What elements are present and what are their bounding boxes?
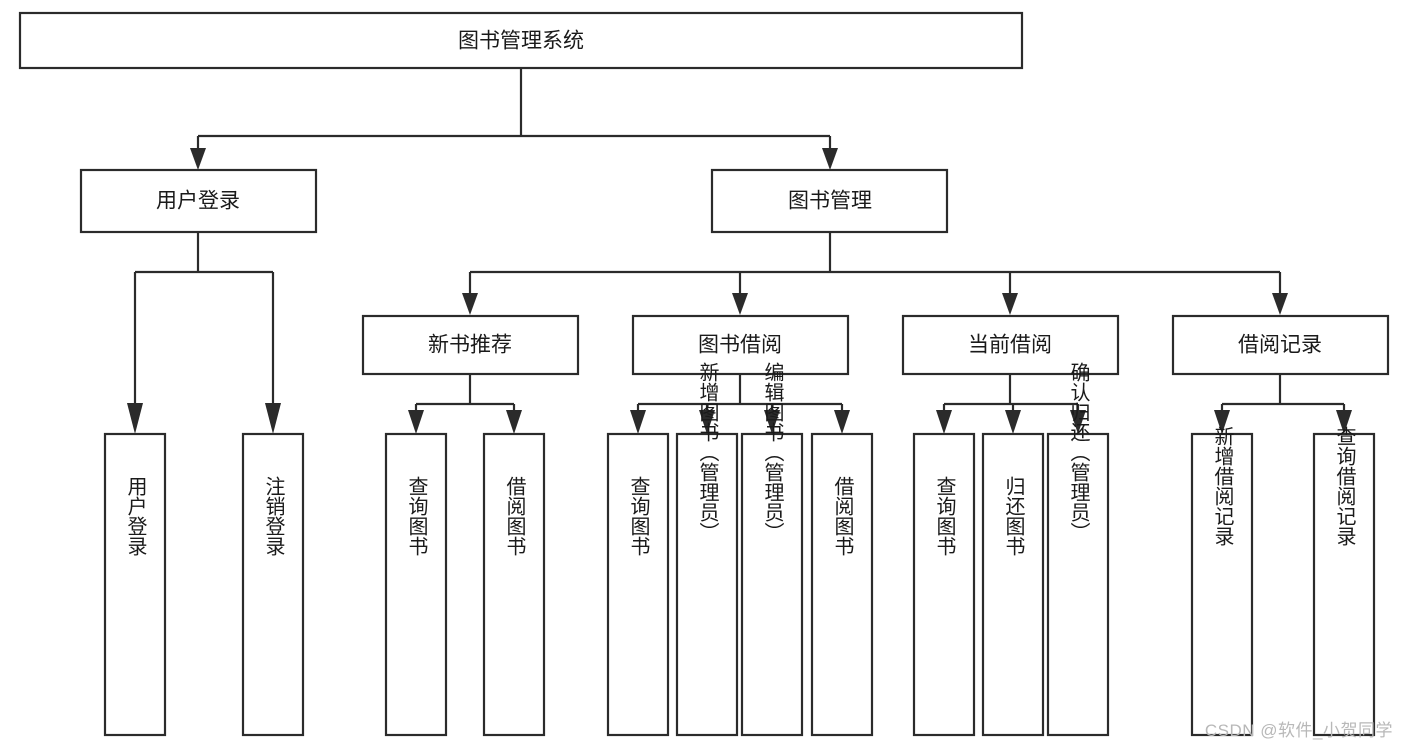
- node-box-leaf-borrow-book-borrowing: [810, 432, 874, 737]
- arrowhead-book-mgmt: [822, 148, 838, 170]
- node-current-borrowing[interactable]: 当前借阅: [901, 314, 1120, 376]
- arrowhead-add-record: [1214, 410, 1230, 434]
- node-label-root: 图书管理系统: [458, 30, 584, 53]
- csdn-watermark: CSDN @软件_小贺同学: [1204, 721, 1393, 740]
- node-label-leaf-query-borrow-record: 查询借阅记录: [1333, 426, 1356, 546]
- node-label-book-management: 图书管理: [788, 190, 872, 213]
- node-new-book-recommendation[interactable]: 新书推荐: [361, 314, 580, 376]
- arrowhead-query-book-c: [936, 410, 952, 434]
- node-leaf-query-book-current[interactable]: 查询图书: [912, 432, 976, 737]
- node-label-borrowing-record: 借阅记录: [1238, 334, 1322, 357]
- node-leaf-edit-book-admin[interactable]: 编辑图书（管理员）: [740, 362, 804, 737]
- node-leaf-query-book-borrowing[interactable]: 查询图书: [606, 432, 670, 737]
- connectors-group: [127, 68, 1352, 434]
- node-book-borrowing[interactable]: 图书借阅: [631, 314, 850, 376]
- node-label-leaf-return-book: 归还图书: [1002, 476, 1025, 556]
- node-leaf-borrow-book-borrowing[interactable]: 借阅图书: [810, 432, 874, 737]
- node-label-leaf-query-book-newbook: 查询图书: [405, 476, 428, 556]
- node-label-leaf-add-book-admin: 新增图书（管理员）: [696, 362, 719, 542]
- node-box-book-borrowing: [631, 314, 850, 376]
- arrowhead-book-borrow: [732, 293, 748, 315]
- node-leaf-return-book[interactable]: 归还图书: [981, 432, 1045, 737]
- node-box-leaf-query-borrow-record: [1312, 432, 1376, 737]
- arrowhead-user-login-leaf: [127, 403, 143, 434]
- node-leaf-query-book-newbook[interactable]: 查询图书: [384, 432, 448, 737]
- node-box-leaf-user-login: [103, 432, 167, 737]
- node-leaf-add-book-admin[interactable]: 新增图书（管理员）: [675, 362, 739, 737]
- node-label-leaf-add-borrow-record: 新增借阅记录: [1211, 426, 1234, 546]
- node-box-leaf-confirm-return-admin: [1046, 432, 1110, 737]
- node-box-leaf-add-borrow-record: [1190, 432, 1254, 737]
- node-leaf-confirm-return-admin[interactable]: 确认归还（管理员）: [1046, 362, 1110, 737]
- node-box-leaf-add-book-admin: [675, 432, 739, 737]
- arrowhead-borrow-record: [1272, 293, 1288, 315]
- arrowhead-return-book: [1005, 410, 1021, 434]
- node-box-root: [18, 11, 1024, 70]
- node-box-leaf-return-book: [981, 432, 1045, 737]
- node-root-book-management-system[interactable]: 图书管理系统: [18, 11, 1024, 70]
- node-box-leaf-query-book-newbook: [384, 432, 448, 737]
- node-leaf-borrow-book-newbook[interactable]: 借阅图书: [482, 432, 546, 737]
- arrowhead-confirm-return: [1070, 410, 1086, 434]
- node-label-current-borrowing: 当前借阅: [968, 334, 1052, 357]
- node-book-management[interactable]: 图书管理: [710, 168, 949, 234]
- node-leaf-query-borrow-record[interactable]: 查询借阅记录: [1312, 426, 1376, 737]
- node-leaf-logout[interactable]: 注销登录: [241, 432, 305, 737]
- node-label-user-login: 用户登录: [156, 190, 240, 213]
- node-label-leaf-query-book-current: 查询图书: [933, 476, 956, 556]
- arrowhead-add-book: [699, 410, 715, 434]
- node-box-current-borrowing: [901, 314, 1120, 376]
- node-label-leaf-borrow-book-newbook: 借阅图书: [503, 476, 526, 556]
- node-box-user-login: [79, 168, 318, 234]
- node-box-leaf-query-book-current: [912, 432, 976, 737]
- node-box-borrowing-record: [1171, 314, 1390, 376]
- node-label-leaf-confirm-return-admin: 确认归还（管理员）: [1067, 362, 1090, 542]
- arrowhead-logout-leaf: [265, 403, 281, 434]
- node-box-leaf-borrow-book-newbook: [482, 432, 546, 737]
- node-label-new-book-recommendation: 新书推荐: [428, 334, 512, 357]
- node-box-leaf-query-book-borrowing: [606, 432, 670, 737]
- arrowhead-borrow-book-b: [834, 410, 850, 434]
- node-borrowing-record[interactable]: 借阅记录: [1171, 314, 1390, 376]
- arrowhead-query-book-b: [630, 410, 646, 434]
- node-box-leaf-edit-book-admin: [740, 432, 804, 737]
- node-box-new-book-recommendation: [361, 314, 580, 376]
- node-label-book-borrowing: 图书借阅: [698, 334, 782, 357]
- arrowhead-edit-book: [764, 410, 780, 434]
- arrowhead-user-login: [190, 148, 206, 170]
- arrowhead-query-book-a: [408, 410, 424, 434]
- node-leaf-add-borrow-record[interactable]: 新增借阅记录: [1190, 426, 1254, 737]
- arrowhead-new-book-rec: [462, 293, 478, 315]
- node-box-leaf-logout: [241, 432, 305, 737]
- arrowhead-current-borrow: [1002, 293, 1018, 315]
- arrowhead-query-record: [1336, 410, 1352, 434]
- arrowhead-borrow-book-a: [506, 410, 522, 434]
- node-leaf-user-login[interactable]: 用户登录: [103, 432, 167, 737]
- node-user-login[interactable]: 用户登录: [79, 168, 318, 234]
- node-label-leaf-user-login: 用户登录: [124, 476, 147, 556]
- node-label-leaf-borrow-book-borrowing: 借阅图书: [831, 476, 854, 556]
- node-label-leaf-query-book-borrowing: 查询图书: [627, 476, 650, 556]
- node-label-leaf-edit-book-admin: 编辑图书（管理员）: [761, 362, 784, 542]
- node-label-leaf-logout: 注销登录: [262, 476, 285, 556]
- node-box-book-management: [710, 168, 949, 234]
